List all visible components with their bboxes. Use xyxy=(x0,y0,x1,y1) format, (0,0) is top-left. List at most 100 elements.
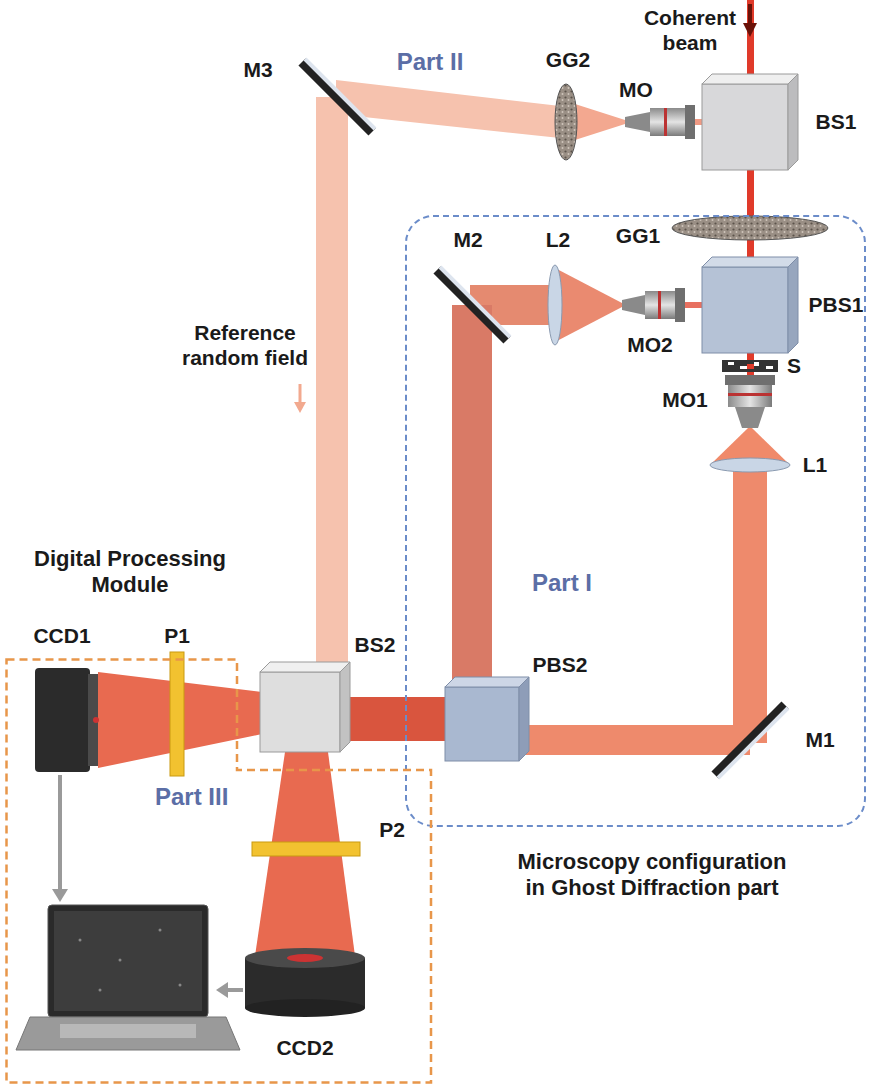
objective-lens xyxy=(725,375,775,385)
component-label: CCD2 xyxy=(276,1035,333,1060)
polarizer xyxy=(170,652,184,776)
sample xyxy=(722,360,778,372)
mirror xyxy=(715,705,788,778)
mirror xyxy=(715,705,785,775)
lens xyxy=(710,458,790,472)
component-label: GG1 xyxy=(616,223,660,248)
region-outline xyxy=(5,658,433,1084)
component-label: S xyxy=(787,353,801,378)
polarizing-beam-splitter xyxy=(445,677,529,761)
laptop xyxy=(16,905,240,1050)
component-label: M2 xyxy=(453,227,482,252)
mirror xyxy=(305,59,375,129)
objective-lens xyxy=(650,108,685,136)
direction-arrow xyxy=(294,384,306,413)
beam-splitter-cube xyxy=(788,74,798,170)
reference-beam xyxy=(316,80,704,663)
mirror xyxy=(440,267,510,337)
ccd-camera xyxy=(245,999,365,1017)
region-caption: Microscopy configuration in Ghost Diffra… xyxy=(511,849,793,902)
laptop xyxy=(60,1024,196,1038)
objective-lens xyxy=(625,112,650,132)
objective-lens xyxy=(645,291,675,319)
component-label: MO xyxy=(619,77,653,102)
component-label: P1 xyxy=(164,623,190,648)
sample xyxy=(740,366,748,369)
direction-arrow xyxy=(294,402,306,413)
laptop xyxy=(179,984,182,987)
polarizing-beam-splitter xyxy=(519,677,529,761)
ccd-camera xyxy=(35,668,99,772)
laptop xyxy=(99,989,102,992)
laptop xyxy=(119,959,122,962)
ccd-camera xyxy=(93,717,99,723)
beam-splitter-cube xyxy=(702,74,798,170)
laser-beam xyxy=(733,465,767,743)
ccd-camera xyxy=(287,954,323,962)
lens xyxy=(548,265,562,345)
component-label: M1 xyxy=(805,727,834,752)
ccd-camera xyxy=(245,948,365,1017)
laser-beam xyxy=(747,353,754,377)
mirror xyxy=(302,59,375,132)
component-label: MO1 xyxy=(662,387,708,412)
region-outline xyxy=(7,660,432,1083)
beam-splitter-cube xyxy=(702,74,798,84)
component-label: L1 xyxy=(803,452,828,477)
sample xyxy=(722,360,778,372)
polarizing-beam-splitter xyxy=(702,267,788,353)
reference-beam xyxy=(575,104,625,140)
laptop xyxy=(159,929,162,932)
mirror xyxy=(718,708,788,778)
polarizer xyxy=(252,842,360,856)
laser-beam xyxy=(555,268,622,342)
polarizing-beam-splitter xyxy=(702,257,798,267)
polarizing-beam-splitter xyxy=(445,677,529,687)
beam-splitter-cube xyxy=(260,662,350,672)
polarizing-beam-splitter xyxy=(702,257,798,353)
data-arrow xyxy=(226,988,243,992)
objective-lens xyxy=(675,288,685,322)
mirror xyxy=(302,62,372,132)
sample xyxy=(747,364,754,369)
objective-lens xyxy=(622,288,685,322)
ccd-camera xyxy=(35,668,90,772)
lens xyxy=(548,265,562,345)
part-title: Part III xyxy=(155,783,228,812)
mirror xyxy=(437,267,510,340)
data-arrow xyxy=(52,889,68,902)
objective-lens xyxy=(728,385,772,407)
data-arrow xyxy=(216,982,228,998)
lens xyxy=(710,458,790,472)
beam-splitter-cube xyxy=(260,672,340,752)
dashed-region: Digital Processing ModulePart III xyxy=(5,658,433,1084)
laser-beam xyxy=(348,697,448,741)
ground-glass xyxy=(672,216,828,240)
sample xyxy=(754,362,759,366)
component-label: BS1 xyxy=(816,109,857,134)
sample xyxy=(728,362,734,365)
beam-splitter-cube xyxy=(260,662,350,752)
data-arrow xyxy=(52,775,68,902)
beam-splitter-cube xyxy=(340,662,350,752)
laptop xyxy=(48,905,208,1017)
objective-lens xyxy=(728,393,772,396)
laptop xyxy=(79,939,82,942)
ccd-camera xyxy=(245,948,365,968)
objective-lens xyxy=(622,295,645,315)
ground-glass xyxy=(555,84,577,160)
objective-lens xyxy=(735,407,765,428)
ground-glass xyxy=(672,216,828,240)
laptop xyxy=(54,911,202,1011)
component-label: Reference random field xyxy=(170,320,320,370)
reference-beam xyxy=(316,97,348,663)
component-label: Coherent beam xyxy=(635,5,745,55)
dashed-region: Part IMicroscopy configuration in Ghost … xyxy=(405,215,866,827)
data-arrow xyxy=(216,982,243,998)
beam-arrow xyxy=(743,23,757,37)
component-label: CCD1 xyxy=(33,623,90,648)
objective-lens xyxy=(725,375,775,428)
